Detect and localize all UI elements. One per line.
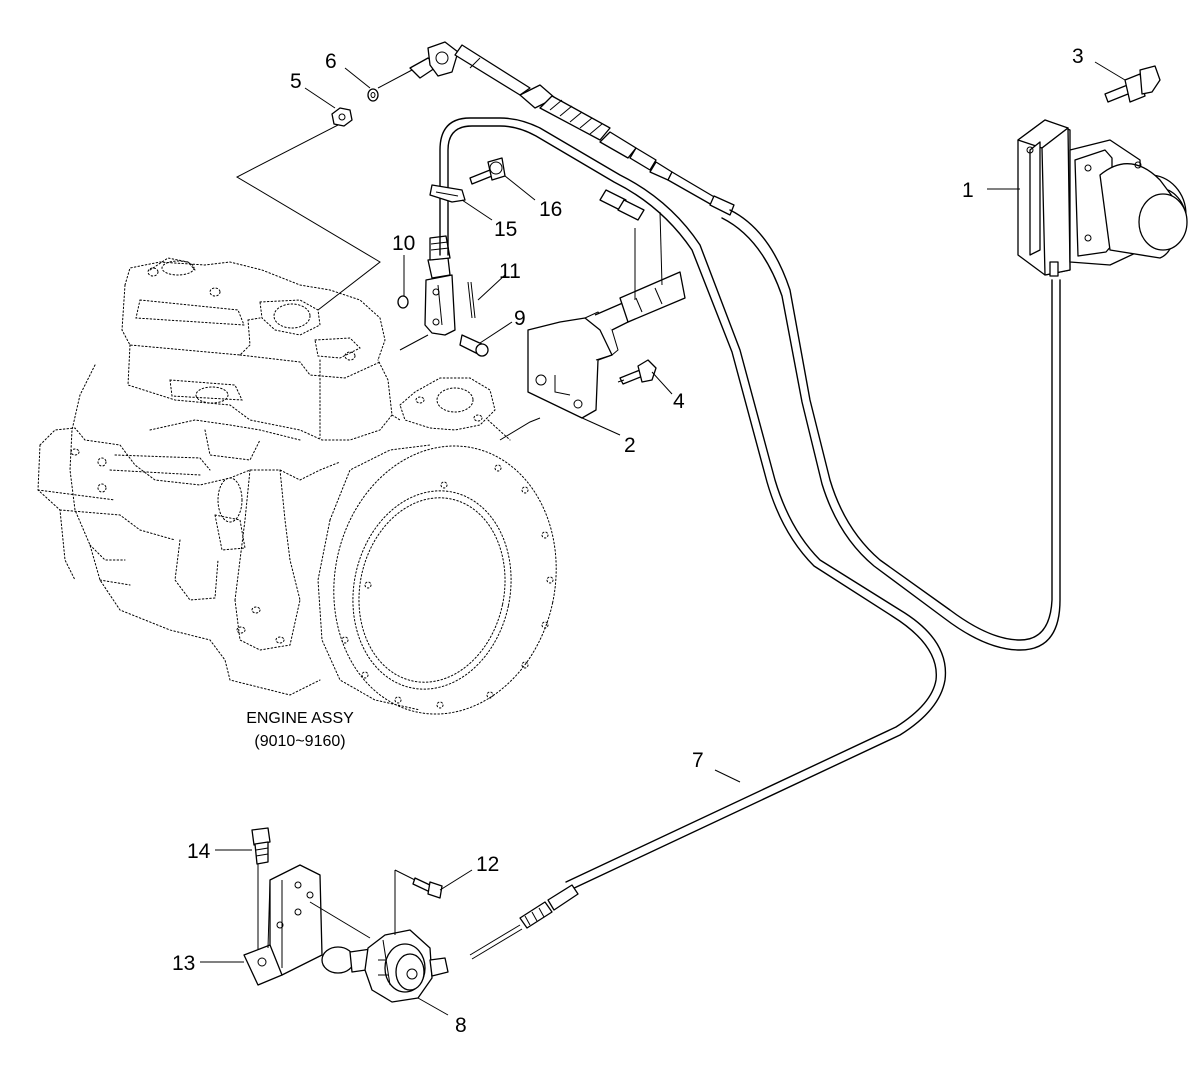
cable-part-7 [439,117,1061,960]
callout-1: 1 [962,179,974,202]
washer-part-6 [367,88,379,102]
callout-7: 7 [692,749,704,772]
callout-16: 16 [539,198,562,221]
nut-part-5 [331,107,353,127]
callout-11: 11 [499,260,521,283]
bolt-part-16 [469,157,506,185]
bolt-part-14 [251,827,271,865]
leader-lines [200,61,1126,1016]
bracket-part-13 [243,864,323,986]
callout-14: 14 [187,840,211,863]
callout-12: 12 [476,853,499,876]
callout-3: 3 [1072,45,1084,68]
throttle-cable-upper [409,41,735,216]
lever-part-8 [321,929,449,1003]
clevis-assembly [397,235,489,357]
screw-part-12 [412,877,443,899]
callout-15: 15 [494,218,517,241]
caption-line-2: (9010~9160) [254,733,345,750]
engine-assembly [37,257,557,715]
actuator-part-1 [1017,119,1188,277]
callout-9: 9 [514,307,526,330]
callout-8: 8 [455,1014,467,1037]
clamp-part-15 [429,184,466,203]
callout-2: 2 [624,434,636,457]
bolt-part-4 [617,359,657,385]
callout-5: 5 [290,70,302,93]
throttle-cable-fitting [599,189,645,221]
callout-10: 10 [392,232,415,255]
caption-line-1: ENGINE ASSY [246,710,354,727]
callout-4: 4 [673,390,685,413]
bolt-part-3 [1104,65,1161,103]
callout-13: 13 [172,952,195,975]
bracket-part-2 [527,211,686,419]
engine-assy-caption: ENGINE ASSY (9010~9160) [246,710,354,750]
callout-6: 6 [325,50,337,73]
callouts: 1 2 3 4 5 6 7 8 9 10 11 12 13 14 15 16 [172,45,1084,1037]
